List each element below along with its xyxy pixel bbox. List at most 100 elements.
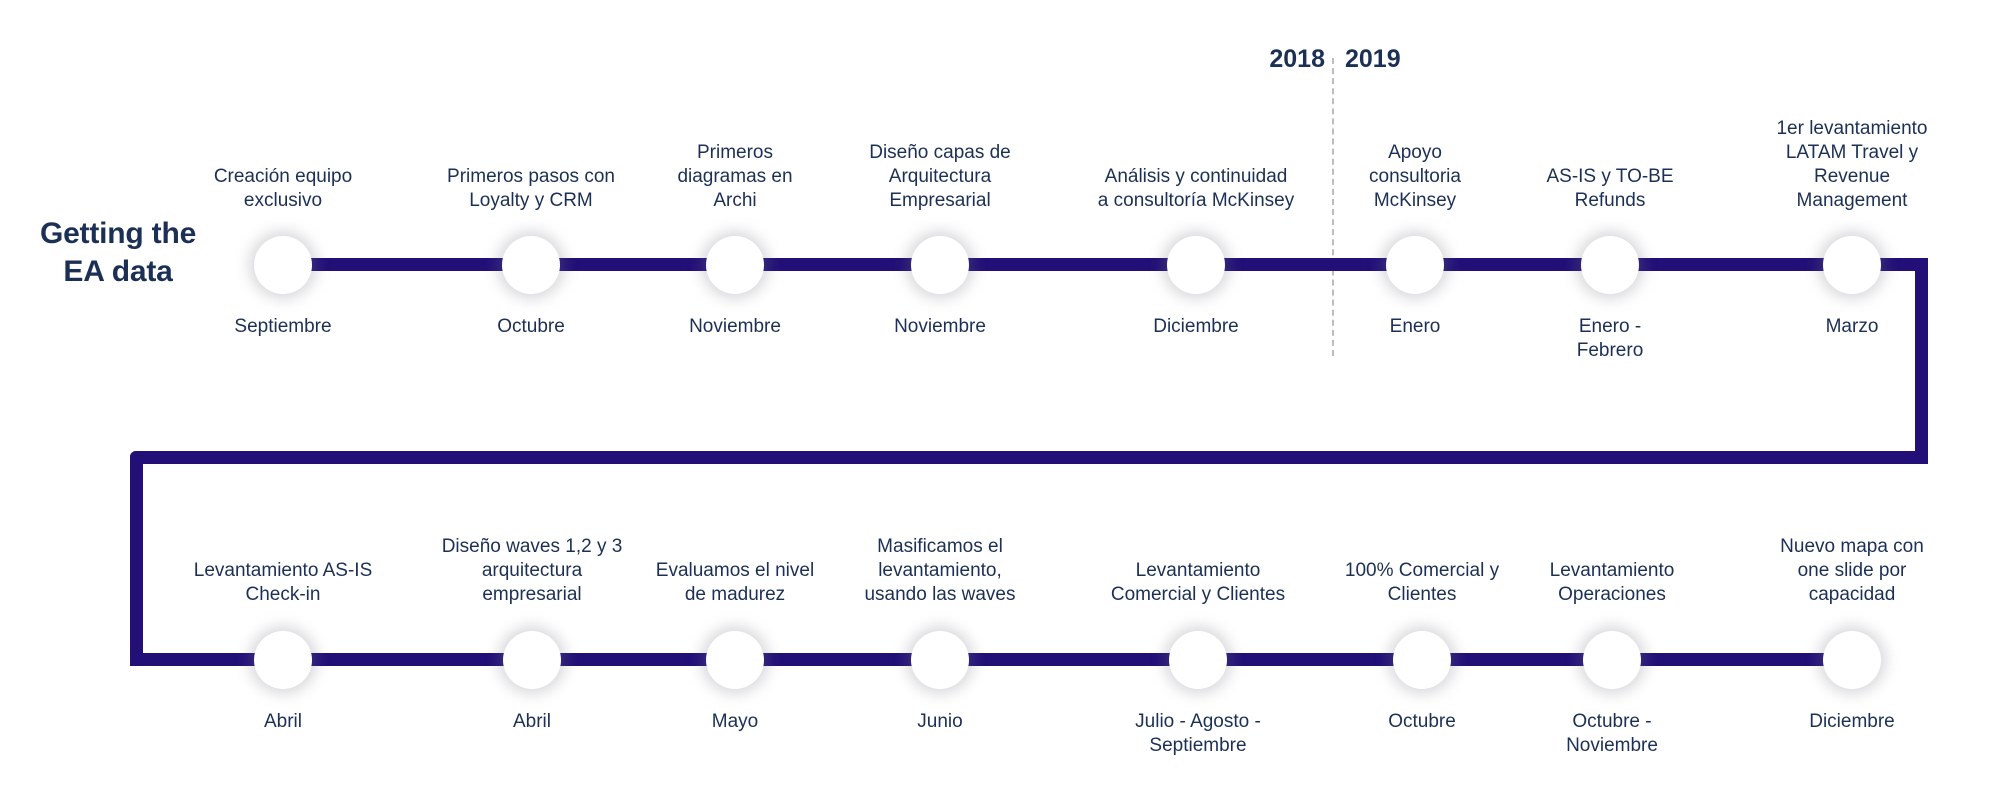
timeline-node-dot[interactable]: [254, 236, 312, 294]
timeline-node-label-line: arquitectura: [481, 559, 583, 581]
timeline-node-month: Noviembre: [835, 315, 1045, 339]
timeline-node-label-line: capacidad: [1808, 583, 1896, 605]
timeline-node-month-line: Mayo: [711, 711, 759, 732]
timeline-node-label-line: Levantamiento: [1549, 559, 1675, 581]
timeline-node-month-line: Noviembre: [894, 316, 986, 337]
timeline-node-month-line: Septiembre: [1149, 735, 1247, 757]
timeline-node-dot[interactable]: [1823, 631, 1881, 689]
timeline-node-label-line: Archi: [713, 189, 757, 211]
timeline-node-label-line: Clientes: [1387, 583, 1457, 605]
timeline-node-label-line: empresarial: [482, 583, 582, 605]
timeline-node-label-line: Evaluamos el nivel: [655, 559, 815, 581]
track-segment-left: [130, 451, 143, 666]
timeline-node-month: Marzo: [1747, 315, 1957, 339]
timeline-node-month-line: Octubre: [497, 316, 565, 337]
timeline-node-dot[interactable]: [1823, 236, 1881, 294]
timeline-node-month-line: Enero -: [1578, 316, 1642, 337]
timeline-node-dot[interactable]: [911, 236, 969, 294]
track-segment-top: [283, 258, 1928, 271]
timeline-node-label-line: a consultoría McKinsey: [1097, 189, 1295, 211]
timeline-node-dot[interactable]: [502, 236, 560, 294]
timeline-node-label-line: Creación equipo: [213, 165, 353, 187]
timeline-node-dot[interactable]: [1386, 236, 1444, 294]
timeline-node-label-line: levantamiento,: [878, 559, 1002, 581]
timeline-node-label-line: AS-IS y TO-BE: [1546, 165, 1674, 187]
page-title-line-1: Getting the: [39, 217, 197, 250]
timeline-node-label-line: Comercial y Clientes: [1110, 583, 1286, 605]
timeline-node-label-line: diagramas en: [677, 165, 793, 187]
timeline-node-label-line: usando las waves: [864, 583, 1016, 605]
timeline-node-month-line: Abril: [512, 711, 551, 732]
timeline-node-month-line: Febrero: [1576, 340, 1644, 362]
timeline-node-label-line: consultoria: [1369, 165, 1461, 187]
timeline-node-label-line: Empresarial: [889, 189, 991, 211]
timeline-node-label-line: exclusivo: [243, 189, 323, 211]
timeline-node-label-line: 100% Comercial y: [1344, 559, 1500, 581]
timeline-node-label-line: Primeros pasos con: [447, 165, 615, 187]
timeline-node-label-line: Primeros: [696, 141, 773, 163]
timeline-node-label-line: Operaciones: [1558, 583, 1666, 605]
timeline-node-dot[interactable]: [503, 631, 561, 689]
timeline-node-label-line: Apoyo: [1388, 141, 1442, 163]
track-segment-right: [1915, 258, 1928, 464]
timeline-node-month-line: Octubre: [1388, 711, 1456, 732]
timeline-node-dot[interactable]: [1583, 631, 1641, 689]
year-label-2019: 2019: [1345, 45, 1401, 73]
timeline-node-month-line: Diciembre: [1809, 711, 1895, 732]
timeline-node-month-line: Octubre -: [1572, 711, 1652, 732]
timeline-node-label-line: Levantamiento: [1135, 559, 1261, 581]
timeline-node-month-line: Enero: [1389, 316, 1441, 337]
timeline-node-dot[interactable]: [706, 631, 764, 689]
timeline-node-label-line: Loyalty y CRM: [469, 189, 593, 211]
year-divider: [1332, 58, 1334, 356]
track-segment-middle: [130, 451, 1928, 464]
timeline-node-month-line: Junio: [917, 711, 963, 732]
page-title-line-2: EA data: [63, 254, 173, 288]
timeline-node-label-line: Diseño waves 1,2 y 3: [441, 535, 623, 557]
timeline-node-month-line: Abril: [263, 711, 302, 732]
timeline-node-month: Mayo: [630, 710, 840, 734]
timeline-node-month: Abril: [427, 710, 637, 734]
timeline-node-dot[interactable]: [911, 631, 969, 689]
timeline-node-month: Noviembre: [630, 315, 840, 339]
timeline-node-dot[interactable]: [254, 631, 312, 689]
timeline-node-dot[interactable]: [1167, 236, 1225, 294]
timeline-node-label-line: Check-in: [245, 583, 321, 605]
timeline-node-label-line: LATAM Travel y: [1785, 141, 1919, 163]
timeline-node-month: Junio: [835, 710, 1045, 734]
timeline-node-month-line: Noviembre: [1566, 735, 1658, 757]
timeline-node-month: Julio - Agosto -Septiembre: [1093, 710, 1303, 758]
timeline-node-dot[interactable]: [1581, 236, 1639, 294]
timeline-node-label-line: Análisis y continuidad: [1104, 165, 1288, 187]
timeline-node-label-line: 1er levantamiento: [1776, 117, 1928, 139]
timeline-node-label-line: Revenue: [1813, 165, 1891, 187]
timeline-node-month: Abril: [178, 710, 388, 734]
page-title: Getting the EA data: [8, 215, 228, 290]
timeline-node-month: Diciembre: [1091, 315, 1301, 339]
timeline-node-month: Enero - Febrero: [1505, 315, 1715, 363]
timeline-node-month: Octubre: [1317, 710, 1527, 734]
timeline-node-dot[interactable]: [1393, 631, 1451, 689]
year-label-2018: 2018: [1269, 45, 1325, 73]
timeline-node-label-line: de madurez: [684, 583, 786, 605]
timeline-node-dot[interactable]: [1169, 631, 1227, 689]
timeline-node-month-line: Noviembre: [689, 316, 781, 337]
timeline-node-month-line: Marzo: [1825, 316, 1879, 337]
timeline-node-label-line: McKinsey: [1373, 189, 1457, 211]
timeline-node-month: Octubre - Noviembre: [1507, 710, 1717, 758]
timeline-node-dot[interactable]: [706, 236, 764, 294]
timeline-node-month: Diciembre: [1747, 710, 1957, 734]
timeline-node-label-line: Arquitectura: [888, 165, 992, 187]
